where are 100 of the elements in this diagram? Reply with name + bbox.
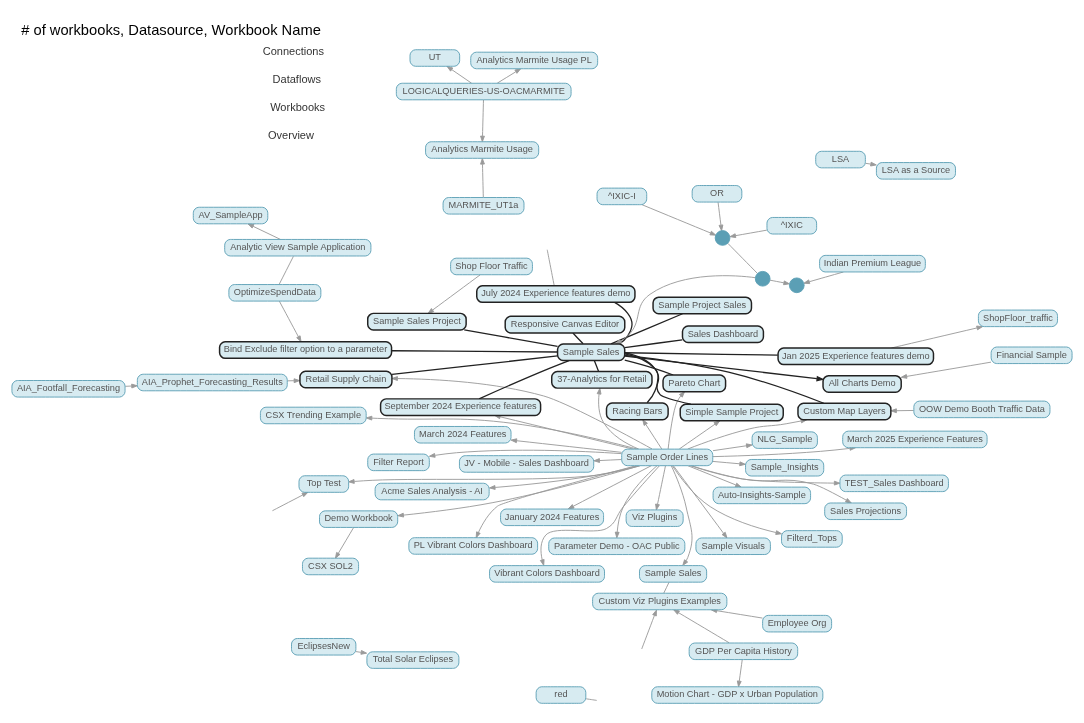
node-box: Retail Supply Chain [299,370,393,389]
node-box: LOGICALQUERIES-US-OACMARMITE [395,82,572,101]
node-box: ShopFloor_traffic [977,309,1058,328]
connector [727,242,758,274]
arrow [712,460,746,467]
arrow [247,223,281,240]
node-box: Sample Order Lines [621,448,714,467]
node-box: January 2024 Features [500,508,604,527]
node-box: Top Test [298,475,350,493]
arrow [624,355,825,382]
node-box: PL Vibrant Colors Dashboard [408,537,539,555]
node-box: Simple Sample Project [679,403,784,422]
node-box: Parameter Demo - OAC Public [548,537,686,555]
arrow [272,491,309,512]
node-box: Financial Sample [990,346,1073,364]
arrow [596,387,640,450]
node-box: LSA [815,150,866,169]
arrow [278,300,302,343]
node-box: Sample Sales [639,565,708,583]
arrow [391,376,653,450]
label: Dataflows [272,72,321,85]
node-box: OptimizeSpendData [228,284,322,302]
arrow [539,465,660,566]
node-box: Employee Org [762,614,833,633]
arrow [712,443,753,452]
node-box: Total Solar Eclipses [366,651,460,669]
label: Overview [268,128,314,141]
node-box: LSA as a Source [875,162,956,180]
node-box: UT [409,49,461,67]
node-box: Analytics Marmite Usage PL [470,51,599,70]
arrow [672,465,782,535]
connector [546,249,555,286]
arrow [593,458,622,463]
arrow [124,383,138,389]
arrow [865,161,877,167]
node-box: OOW Demo Booth Traffic Data [913,400,1051,419]
node-box: Demo Workbook [319,510,399,528]
node-box: Racing Bars [605,402,669,421]
node-box: NLG_Sample [751,431,818,449]
label: Connections [262,44,324,57]
connector [463,329,559,347]
arrow [900,361,992,379]
connector [391,355,559,376]
node-box: September 2024 Experience features [379,398,542,417]
arrow [736,659,743,688]
node-box: 37-Analytics for Retail [551,370,653,389]
node-box: Filterd_Tops [781,530,843,548]
node-circle [714,230,731,246]
arrow [614,465,658,539]
arrow [446,65,473,84]
node-box: EclipsesNew [291,638,357,656]
arrow [673,465,728,539]
node-box: JV - Mobile - Sales Dashboard [459,455,595,473]
arrow [510,438,623,453]
node-box: July 2024 Experience features demo [476,285,636,304]
arrow [769,279,790,286]
node-box: ^IXIC-I [596,187,648,206]
arrow [641,609,657,650]
node-box: All Charts Demo [822,374,902,393]
node-box: Viz Plugins [625,509,684,527]
node-box: Sample_Insights [745,459,825,477]
diagram-title: # of workbooks, Datasource, Workbook Name [21,22,321,39]
node-box: GDP Per Capita History [688,642,799,660]
node-box: Acme Sales Analysis - AI [374,482,490,501]
connector [624,352,779,356]
node-box: Sample Project Sales [652,296,753,315]
arrow [729,229,768,239]
node-box: Pareto Chart [662,374,727,393]
node-box: Responsive Canvas Editor [504,315,626,334]
arrow [480,158,485,198]
node-circle [754,270,771,287]
node-box: Sample Sales [556,343,626,362]
node-box: MARMITE_UT1a [442,197,525,215]
arrow [642,419,663,450]
node-box: Filter Report [367,453,430,472]
arrow [655,465,666,511]
node-box: AIA_Prophet_Forecasting_Results [136,373,288,392]
connector [585,698,598,701]
node-box: red [535,686,587,704]
connector [391,350,559,353]
arrow [717,201,724,232]
arrow [641,204,717,236]
node-box: Jan 2025 Experience features demo [777,347,935,366]
node-box: OR [691,185,743,203]
connector [624,354,825,404]
node-circle [788,277,805,294]
arrow [480,99,485,143]
node-box: March 2024 Features [414,426,512,444]
node-box: Sales Projections [824,502,907,520]
node-box: Analytics Marmite Usage [425,141,540,159]
arrow [428,449,622,458]
arrow [890,408,914,414]
arrow [335,527,354,559]
node-box: Vibrant Colors Dashboard [489,565,605,583]
arrow [496,68,522,84]
connector [624,352,660,404]
node-box: Sales Dashboard [681,325,765,344]
node-box: Indian Premium League [819,254,926,273]
node-box: Auto-Insights-Sample [712,486,812,505]
connector [624,339,683,349]
